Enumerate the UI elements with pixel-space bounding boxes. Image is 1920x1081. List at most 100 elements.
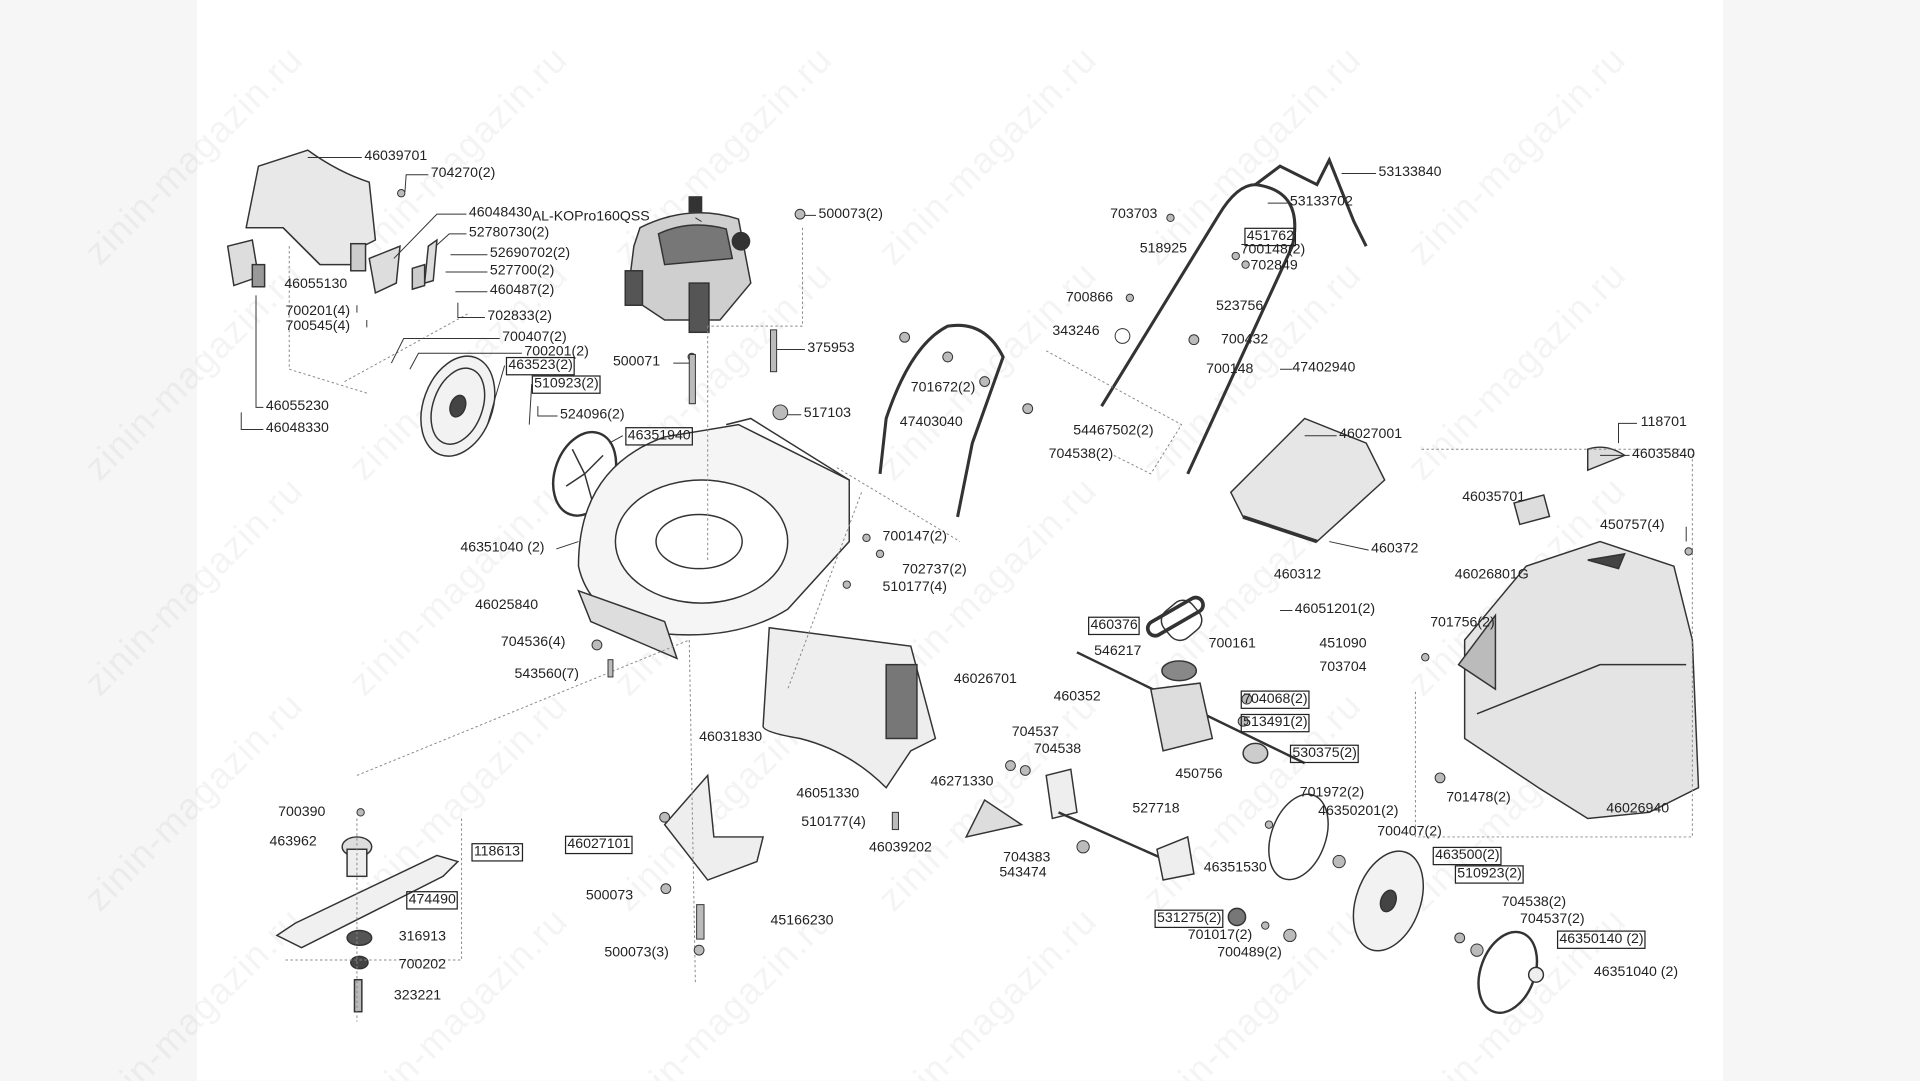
small-fasteners [356, 189, 1693, 957]
part-label: 46048330 [265, 420, 329, 436]
part-label: 118701 [1640, 414, 1687, 430]
part-label: 704537(2) [1520, 912, 1585, 927]
part-label: 46025840 [475, 598, 539, 613]
part-label: 53133840 [1378, 164, 1442, 180]
part-label-boxed: 46027101 [564, 835, 633, 855]
part-label: 500071 [612, 354, 661, 370]
part-label: 316913 [398, 929, 447, 945]
part-label: 700390 [278, 804, 326, 820]
part-label-boxed: 510923(2) [531, 375, 602, 394]
part-label: 46351040 (2) [1593, 964, 1679, 980]
part-label: 46055230 [265, 398, 329, 414]
part-label-boxed: 704068(2) [1240, 690, 1311, 709]
part-label: 510177(4) [801, 814, 866, 830]
part-label: 700202 [398, 957, 447, 973]
part-label-boxed: 531275(2) [1154, 909, 1224, 929]
part-label: 702833(2) [487, 308, 552, 324]
part-label: 45166230 [770, 913, 834, 929]
part-label: 375953 [807, 340, 855, 356]
part-label: 46026701 [953, 672, 1017, 687]
part-label: 47402940 [1292, 360, 1356, 376]
part-label-boxed: 46350140 (2) [1556, 930, 1647, 949]
part-label: 700407(2) [502, 329, 567, 345]
part-label: 700201(4) [285, 304, 351, 319]
part-label-boxed: 474490 [406, 891, 459, 910]
mower-deck [577, 417, 850, 660]
lower-handle [878, 323, 1005, 518]
part-label: 46048430 [468, 205, 532, 221]
engine [624, 196, 752, 334]
part-label: 701972(2) [1299, 785, 1365, 801]
catcher-top [1229, 417, 1386, 544]
part-label: 546217 [1094, 643, 1142, 659]
part-label: 46039202 [868, 840, 932, 856]
part-label: 52690702(2) [489, 246, 571, 261]
part-label: 46035701 [1462, 489, 1526, 505]
part-label: 500073(3) [604, 945, 669, 961]
part-label: 52780730(2) [468, 225, 550, 241]
part-label: 700866 [1065, 290, 1114, 306]
gearbox [1076, 599, 1306, 765]
part-label: 700407(2) [1377, 824, 1442, 840]
part-label: 46031830 [699, 729, 763, 745]
part-label: 518925 [1139, 241, 1187, 257]
part-label-boxed: 463523(2) [505, 356, 576, 376]
part-label-boxed: 451762 [1244, 227, 1297, 247]
part-label: 704538 [1033, 742, 1082, 757]
side-brackets [226, 238, 438, 295]
mulch-plug [663, 773, 765, 881]
part-label: 543560(7) [514, 667, 580, 682]
left-rear-wheel [420, 355, 496, 457]
part-label-boxed: 510923(2) [1454, 865, 1525, 884]
part-label: 703703 [1110, 206, 1158, 222]
part-label-boxed: 460376 [1088, 616, 1141, 636]
part-label: 46035840 [1632, 446, 1696, 462]
part-label: 450757(4) [1600, 518, 1665, 533]
part-label: 704538(2) [1048, 446, 1114, 462]
part-label: 700489(2) [1217, 945, 1282, 961]
part-label: 46027001 [1339, 427, 1403, 442]
part-label: 700148(2) [1240, 242, 1306, 258]
part-label: 700432 [1220, 332, 1269, 348]
part-label: 510177(4) [882, 579, 948, 595]
part-label: 451090 [1319, 636, 1367, 652]
part-label: 700147(2) [882, 529, 948, 545]
part-label: 704536(4) [500, 635, 566, 650]
deflector-cover [245, 149, 377, 266]
part-label: 701756(2) [1430, 615, 1495, 631]
part-label-boxed: 118613 [471, 843, 523, 862]
part-label: 701478(2) [1446, 790, 1511, 805]
right-rear-wheel [1352, 850, 1424, 952]
part-label: 700148 [1206, 361, 1254, 377]
grass-catcher [1457, 446, 1700, 820]
dashed-guides [283, 227, 1693, 1022]
part-label: 343246 [1052, 323, 1100, 339]
part-label: 450756 [1175, 766, 1223, 782]
right-hubcap [1477, 930, 1545, 1014]
part-label: 543474 [999, 865, 1047, 881]
rear-flap [762, 626, 937, 789]
part-label: 53133702 [1289, 194, 1353, 210]
part-label: 704538(2) [1501, 894, 1567, 910]
part-label: 46350201(2) [1318, 803, 1399, 819]
engine-model-label: AL-KOPro160QSS [531, 209, 650, 225]
part-label: 460487(2) [489, 283, 555, 298]
part-label: 523756 [1216, 299, 1264, 314]
part-label: 46055130 [284, 276, 348, 292]
part-label: 46026940 [1606, 801, 1670, 817]
part-label: 500073 [585, 888, 634, 904]
part-label-boxed: 513491(2) [1240, 713, 1311, 733]
part-label: 46051330 [796, 786, 860, 802]
part-label: 700161 [1208, 636, 1256, 652]
part-label-boxed: 46351940 [625, 427, 694, 446]
blade-assembly [275, 836, 460, 1013]
part-label: 46351530 [1203, 860, 1267, 876]
drive-belt [1145, 595, 1205, 638]
part-label: 524096(2) [560, 407, 625, 423]
part-label-boxed: 463500(2) [1432, 846, 1503, 866]
leader-lines [240, 157, 1687, 611]
part-label: 46051201(2) [1294, 601, 1376, 617]
part-label: 460352 [1053, 689, 1101, 705]
part-label: 46271330 [930, 774, 994, 789]
